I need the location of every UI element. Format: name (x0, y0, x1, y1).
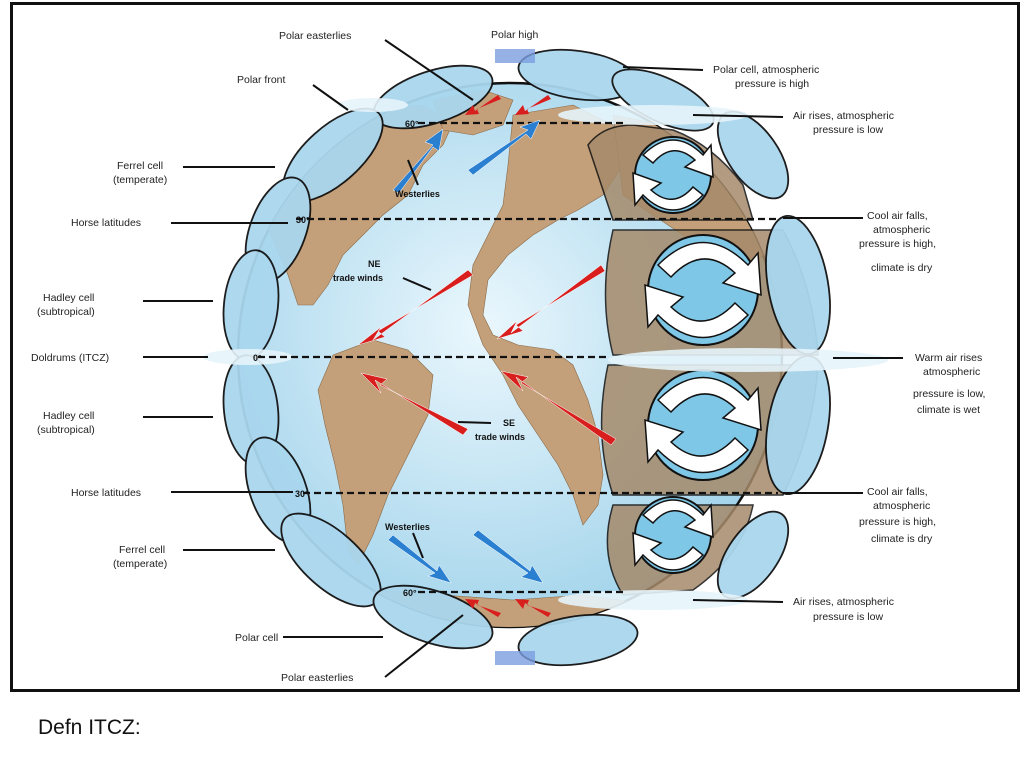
lat-n60: 60° (405, 119, 419, 129)
label-ne-trade-1: NE (368, 259, 381, 269)
label-polar-front: Polar front (237, 74, 286, 86)
lat-s60: 60° (403, 588, 417, 598)
wind-arrows (357, 95, 617, 617)
label-cool-top-4: climate is dry (871, 262, 933, 274)
label-horse-top: Horse latitudes (71, 217, 141, 229)
label-cool-bottom-1: Cool air falls, (867, 486, 928, 498)
global-circulation-diagram: 60° 30° 0° 30° 60° (31, 29, 985, 684)
label-polar-cell: Polar cell (235, 632, 278, 644)
label-doldrums: Doldrums (ITCZ) (31, 352, 109, 364)
label-air-rises-top-2: pressure is low (813, 124, 883, 136)
cell-cross-section (587, 124, 819, 596)
label-cool-bottom-3: pressure is high, (859, 516, 936, 528)
label-ne-trade-2: trade winds (333, 273, 383, 283)
label-warm-3: pressure is low, (913, 388, 985, 400)
label-se-trade-2: trade winds (475, 432, 525, 442)
label-westerlies-bottom: Westerlies (385, 522, 430, 532)
label-cool-top-1: Cool air falls, (867, 210, 928, 222)
label-warm-4: climate is wet (917, 404, 980, 416)
label-polar-easterlies-top: Polar easterlies (279, 30, 351, 42)
label-ferrel-bottom-1: Ferrel cell (119, 544, 165, 556)
label-ferrel-bottom-2: (temperate) (113, 558, 167, 570)
label-polar-easterlies-bottom: Polar easterlies (281, 672, 353, 684)
label-hadley-bottom-2: (subtropical) (37, 424, 95, 436)
label-westerlies-top: Westerlies (395, 189, 440, 199)
label-cool-bottom-2: atmospheric (873, 500, 930, 512)
diagram-frame: 60° 30° 0° 30° 60° (10, 2, 1020, 692)
label-air-rises-top-1: Air rises, atmospheric (793, 110, 894, 122)
lat-eq: 0° (253, 353, 262, 363)
latitude-lines (258, 121, 778, 594)
label-polar-cell-high-2: pressure is high (735, 78, 809, 90)
label-air-rises-bottom-2: pressure is low (813, 611, 883, 623)
polar-high-north-marker (495, 49, 535, 63)
atmospheric-cells (222, 48, 831, 667)
footer-text: Defn ITCZ: (38, 716, 141, 739)
label-se-trade-1: SE (503, 418, 515, 428)
cloud-bands (203, 98, 888, 610)
label-cool-top-3: pressure is high, (859, 238, 936, 250)
lat-s30: 30° (295, 489, 309, 499)
label-hadley-bottom-1: Hadley cell (43, 410, 94, 422)
label-polar-high: Polar high (491, 29, 538, 41)
leader-lines (143, 39, 903, 678)
label-polar-cell-high-1: Polar cell, atmospheric (713, 64, 819, 76)
label-horse-bottom: Horse latitudes (71, 487, 141, 499)
lat-n30: 30° (296, 215, 310, 225)
label-air-rises-bottom-1: Air rises, atmospheric (793, 596, 894, 608)
label-hadley-top-2: (subtropical) (37, 306, 95, 318)
polar-high-south-marker (495, 651, 535, 665)
label-warm-1: Warm air rises (915, 352, 982, 364)
label-cool-bottom-4: climate is dry (871, 533, 933, 545)
label-warm-2: atmospheric (923, 366, 980, 378)
label-ferrel-top-2: (temperate) (113, 174, 167, 186)
label-hadley-top-1: Hadley cell (43, 292, 94, 304)
label-cool-top-2: atmospheric (873, 224, 930, 236)
south-america (317, 339, 434, 566)
label-ferrel-top-1: Ferrel cell (117, 160, 163, 172)
